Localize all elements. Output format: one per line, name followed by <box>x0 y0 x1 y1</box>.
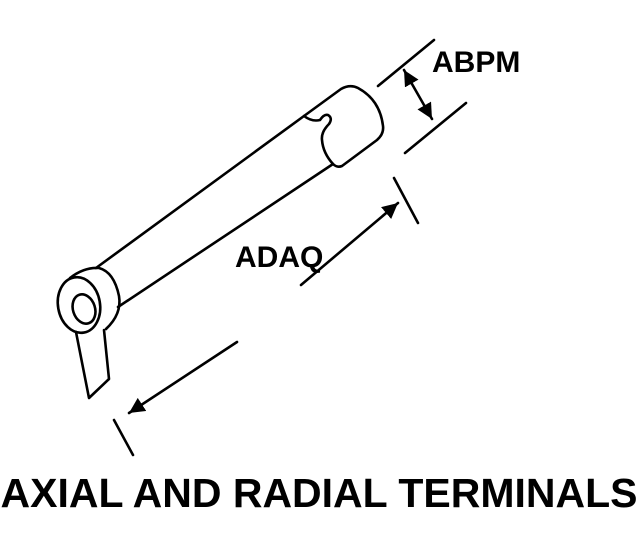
diagram-title: AXIAL AND RADIAL TERMINALS <box>0 470 638 516</box>
terminal-eye <box>56 266 121 335</box>
diameter-label: ABPM <box>432 46 520 79</box>
terminal-body <box>94 84 385 309</box>
length-label: ADAQ <box>235 241 323 274</box>
radial-tab <box>74 328 111 400</box>
length-dimension <box>112 176 420 457</box>
diameter-dimension <box>376 38 468 155</box>
